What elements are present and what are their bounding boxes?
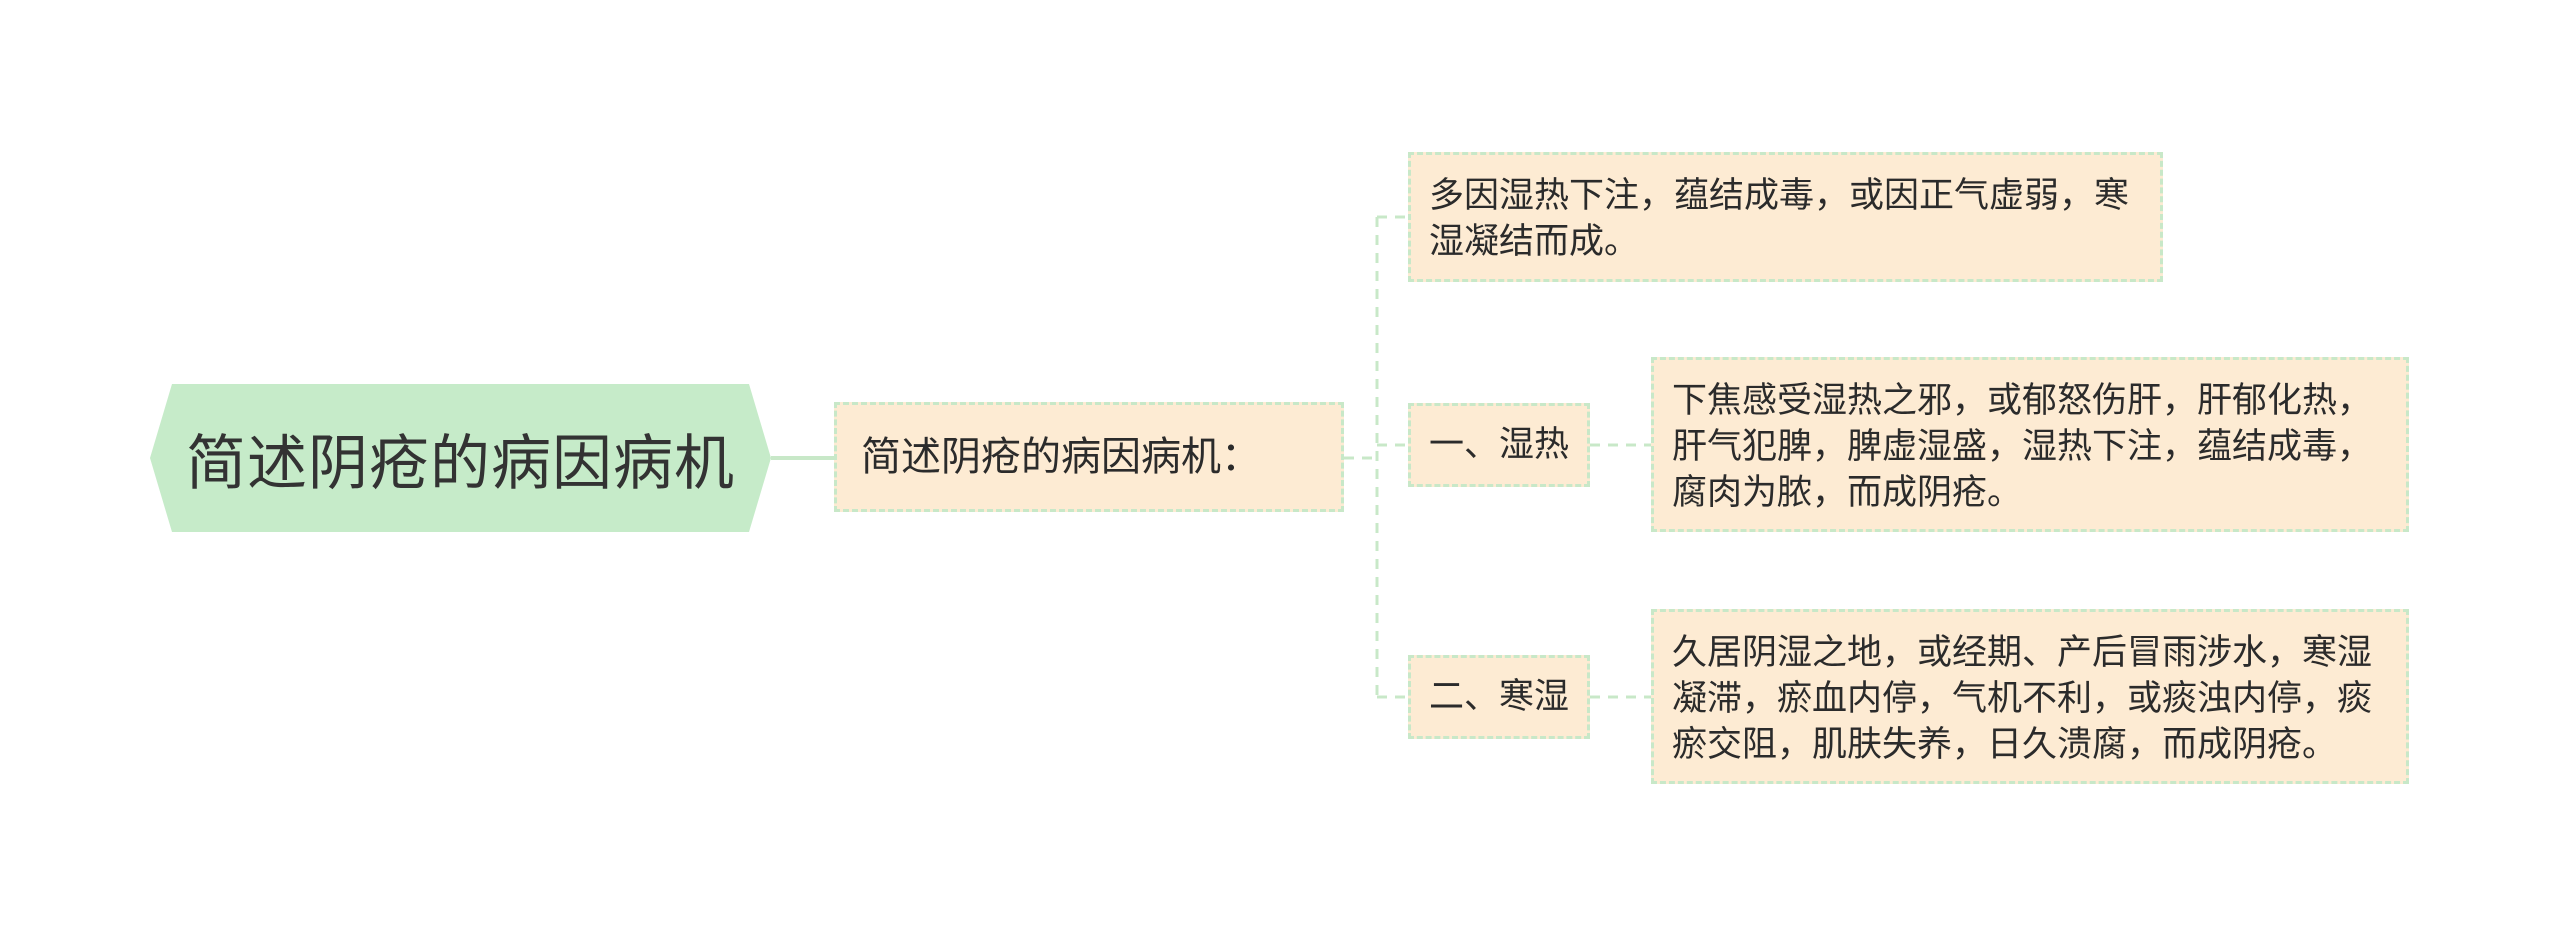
summary-node-text: 多因湿热下注，蕴结成毒，或因正气虚弱，寒湿凝结而成。 — [1429, 176, 2130, 262]
category-node-damp-heat-label: 一、湿热 — [1428, 425, 1569, 465]
category-node-cold-damp-label: 二、寒湿 — [1428, 677, 1569, 717]
category-node-cold-damp[interactable]: 二、寒湿 — [1408, 655, 1590, 739]
mid-node-label: 简述阴疮的病因病机： — [861, 434, 1261, 480]
summary-node[interactable]: 多因湿热下注，蕴结成毒，或因正气虚弱，寒湿凝结而成。 — [1408, 152, 2163, 282]
root-node-label: 简述阴疮的病因病机 — [186, 428, 735, 499]
root-hexagon-shape — [150, 384, 771, 532]
detail-node-damp-heat-text: 下焦感受湿热之邪，或郁怒伤肝，肝郁化热，肝气犯脾，脾虚湿盛，湿热下注，蕴结成毒，… — [1672, 381, 2373, 513]
detail-node-cold-damp-text: 久居阴湿之地，或经期、产后冒雨涉水，寒湿凝滞，瘀血内停，气机不利，或痰浊内停，痰… — [1672, 633, 2373, 765]
detail-node-damp-heat[interactable]: 下焦感受湿热之邪，或郁怒伤肝，肝郁化热，肝气犯脾，脾虚湿盛，湿热下注，蕴结成毒，… — [1651, 357, 2409, 532]
category-node-damp-heat[interactable]: 一、湿热 — [1408, 403, 1590, 487]
mid-node[interactable]: 简述阴疮的病因病机： — [834, 402, 1344, 512]
root-node[interactable]: 简述阴疮的病因病机 — [150, 384, 771, 532]
detail-node-cold-damp[interactable]: 久居阴湿之地，或经期、产后冒雨涉水，寒湿凝滞，瘀血内停，气机不利，或痰浊内停，痰… — [1651, 609, 2409, 784]
